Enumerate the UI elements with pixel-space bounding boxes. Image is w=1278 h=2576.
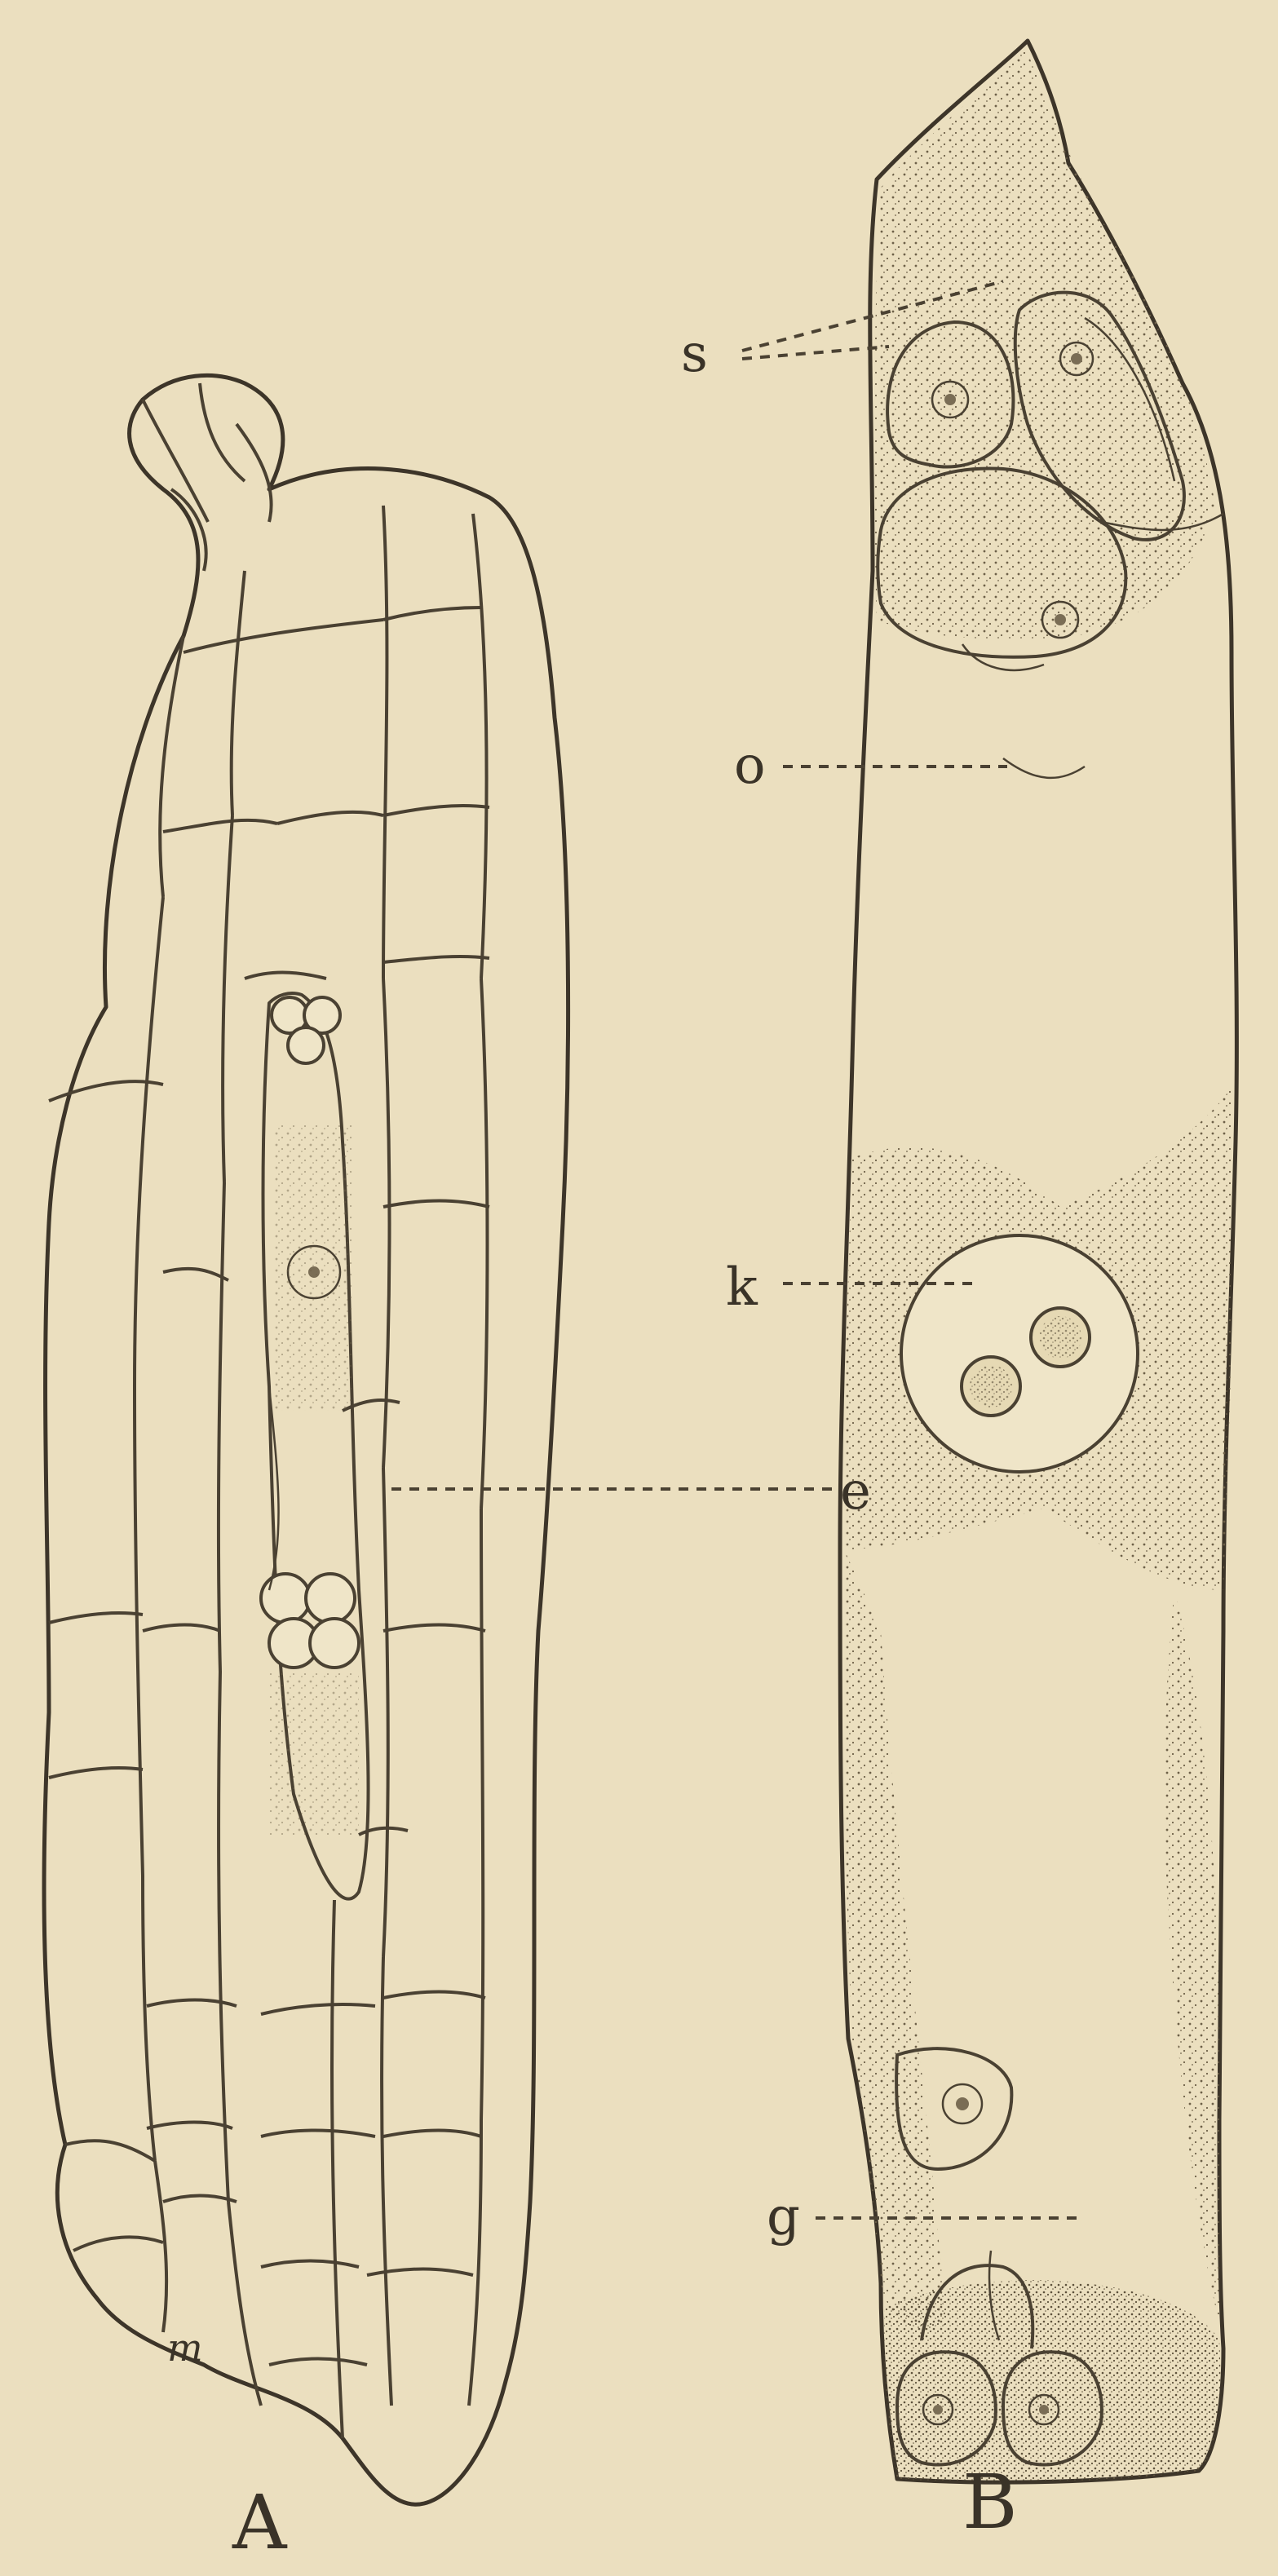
label-o: o [734, 736, 766, 796]
label-s: s [681, 324, 708, 384]
leader-s-2 [742, 347, 889, 359]
label-e: e [840, 1461, 871, 1522]
panel-b-label: B [962, 2459, 1018, 2546]
label-g: g [767, 2187, 800, 2247]
label-m: m [167, 2326, 203, 2370]
panel-b-drawing [840, 41, 1236, 2482]
panel-a-drawing [44, 375, 568, 2504]
label-k: k [726, 1257, 758, 1318]
panel-a-label: A [232, 2479, 288, 2566]
